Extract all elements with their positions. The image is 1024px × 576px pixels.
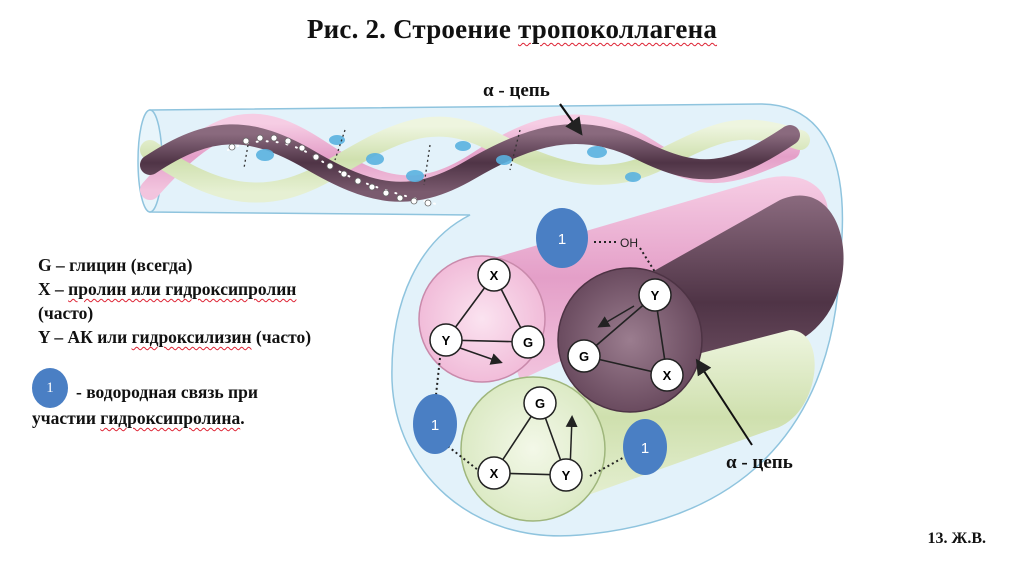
node-purple-g: G xyxy=(567,339,601,373)
node-purple-x: X xyxy=(650,358,684,392)
oh-label: OH xyxy=(620,236,638,250)
svg-text:1: 1 xyxy=(558,231,566,248)
legend-g: G – глицин (всегда) xyxy=(38,255,193,275)
alpha-pointer-right xyxy=(695,358,753,446)
legend-x: X – пролин или гидроксипролин xyxy=(38,279,297,299)
hbond-badge-top: 1 xyxy=(536,208,588,268)
hbond-badge-right: 1 xyxy=(623,419,667,475)
node-green-y: Y xyxy=(549,458,583,492)
hbond-legend-badge: 1 xyxy=(32,368,68,408)
cross-section: 1 1 1 OH X Y G Y G X G X Y xyxy=(413,176,844,522)
node-green-g: G xyxy=(523,386,557,420)
title-prefix: Рис. 2. Строение xyxy=(306,14,518,44)
svg-text:Y: Y xyxy=(651,288,660,303)
node-purple-y: Y xyxy=(638,278,672,312)
alpha-chain-label-top: α - цепь xyxy=(483,80,550,101)
hbond-legend-text-2: участии гидроксипролина. xyxy=(32,408,245,428)
svg-text:X: X xyxy=(490,268,499,283)
svg-text:Y: Y xyxy=(442,333,451,348)
legend: G – глицин (всегда) X – пролин или гидро… xyxy=(38,253,388,349)
svg-text:X: X xyxy=(663,368,672,383)
svg-text:X: X xyxy=(490,466,499,481)
slide-footer: 13. Ж.В. xyxy=(927,530,987,547)
legend-x-cont: (часто) xyxy=(38,303,94,323)
svg-text:Y: Y xyxy=(562,468,571,483)
page-title: Рис. 2. Строение тропоколлагена xyxy=(0,14,1024,45)
node-green-x: X xyxy=(477,456,511,490)
svg-text:G: G xyxy=(579,349,589,364)
node-pink-y: Y xyxy=(429,323,463,357)
svg-text:1: 1 xyxy=(431,417,439,434)
node-pink-x: X xyxy=(477,258,511,292)
alpha-chain-label-right: α - цепь xyxy=(726,452,793,473)
svg-text:1: 1 xyxy=(641,440,649,457)
legend-y: Y – АК или гидроксилизин (часто) xyxy=(38,327,312,347)
node-pink-g: G xyxy=(511,325,545,359)
hbond-badge-left: 1 xyxy=(413,394,457,454)
hbond-legend-text: - водородная связь при xyxy=(76,382,258,402)
svg-text:G: G xyxy=(535,396,545,411)
title-underlined: тропоколлагена xyxy=(517,14,718,44)
triple-helix-strands xyxy=(140,113,810,207)
alpha-pointer-top xyxy=(559,103,583,136)
svg-text:G: G xyxy=(523,335,533,350)
